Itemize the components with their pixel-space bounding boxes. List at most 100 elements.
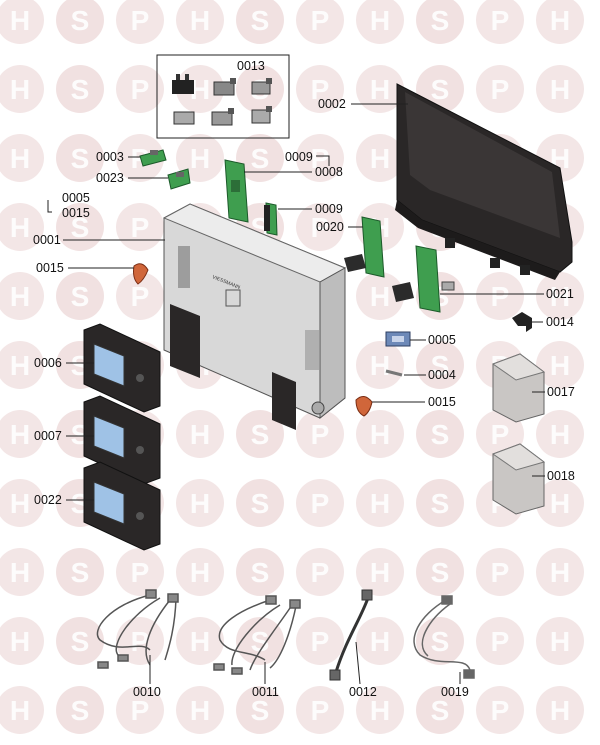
watermark-circle [416, 548, 464, 596]
watermark-letter: H [550, 626, 570, 657]
label-0013: 0013 [237, 59, 265, 73]
watermark-circle [176, 686, 224, 734]
watermark-letter: H [10, 143, 30, 174]
watermark-circle [416, 479, 464, 527]
watermark-letter: H [370, 350, 390, 381]
watermark-letter: H [370, 626, 390, 657]
cable-0010: 0010 [96, 589, 179, 699]
watermark-circle [116, 203, 164, 251]
watermark-letter: H [190, 488, 210, 519]
watermark-circle [56, 203, 104, 251]
watermark-letter: S [251, 626, 270, 657]
watermark-circle [536, 65, 584, 113]
label-0012: 0012 [349, 685, 377, 699]
watermark-circle [536, 272, 584, 320]
watermark-letter: S [71, 5, 90, 36]
label-0011: 0011 [252, 685, 279, 699]
watermark-circle [296, 548, 344, 596]
watermark-letter: H [190, 5, 210, 36]
watermark-letter: H [550, 488, 570, 519]
watermark-circle [296, 0, 344, 44]
watermark-letter: H [370, 419, 390, 450]
hsp-watermark-grid: HSPHSPHSPHHSPHSPHSPHHSPHSPHSPHHSPHSPHSPH… [0, 0, 584, 734]
connector-plug-icon [251, 106, 272, 124]
watermark-letter: P [131, 74, 150, 105]
watermark-circle [296, 134, 344, 182]
watermark-letter: H [370, 695, 390, 726]
watermark-circle [296, 203, 344, 251]
watermark-letter: H [550, 350, 570, 381]
watermark-circle [236, 410, 284, 458]
watermark-letter: H [370, 74, 390, 105]
watermark-circle [236, 0, 284, 44]
watermark-letter: P [491, 74, 510, 105]
label-0007: 0007 [34, 429, 62, 443]
watermark-circle [0, 134, 44, 182]
watermark-circle [536, 0, 584, 44]
label-0015-left: 0015 [36, 261, 64, 275]
label-0021: 0021 [546, 287, 574, 301]
watermark-letter: H [550, 5, 570, 36]
pcb-0020: 0020 [316, 216, 385, 278]
watermark-letter: S [71, 281, 90, 312]
watermark-circle [116, 65, 164, 113]
watermark-circle [416, 686, 464, 734]
connector-plug-icon [213, 78, 236, 96]
watermark-circle [536, 548, 584, 596]
watermark-circle [356, 0, 404, 44]
watermark-letter: P [131, 281, 150, 312]
watermark-circle [296, 617, 344, 665]
watermark-circle [56, 65, 104, 113]
watermark-letter: S [431, 74, 450, 105]
label-0009-top: 0009 [285, 150, 313, 164]
connector-plug-icon [172, 74, 194, 94]
watermark-circle [536, 410, 584, 458]
watermark-circle [296, 686, 344, 734]
watermark-circle [476, 410, 524, 458]
watermark-letter: H [190, 143, 210, 174]
watermark-circle [356, 134, 404, 182]
part-0014: 0014 [512, 312, 574, 332]
label-0014: 0014 [546, 315, 574, 329]
watermark-circle [356, 410, 404, 458]
watermark-circle [176, 617, 224, 665]
watermark-letter: H [550, 74, 570, 105]
watermark-letter: P [311, 695, 330, 726]
watermark-circle [296, 410, 344, 458]
watermark-circle [356, 686, 404, 734]
watermark-circle [56, 548, 104, 596]
clip-0015-left: 0015 [36, 261, 149, 285]
label-0002: 0002 [318, 97, 346, 111]
watermark-letter: H [190, 626, 210, 657]
watermark-letter: S [251, 557, 270, 588]
cable-0011: 0011 [213, 595, 301, 699]
watermark-letter: P [131, 5, 150, 36]
watermark-circle [0, 479, 44, 527]
watermark-letter: H [370, 143, 390, 174]
watermark-letter: S [431, 626, 450, 657]
cable-0012: 0012 [329, 589, 377, 699]
watermark-circle [356, 65, 404, 113]
connector-plug-icon [211, 108, 234, 126]
watermark-letter: P [311, 557, 330, 588]
watermark-letter: P [311, 5, 330, 36]
watermark-circle [176, 548, 224, 596]
watermark-letter: P [491, 281, 510, 312]
watermark-circle [356, 479, 404, 527]
watermark-circle [416, 617, 464, 665]
watermark-circle [476, 686, 524, 734]
watermark-letter: H [10, 626, 30, 657]
watermark-circle [476, 272, 524, 320]
watermark-circle [176, 410, 224, 458]
watermark-letter: H [550, 695, 570, 726]
watermark-letter: P [311, 626, 330, 657]
label-0023: 0023 [96, 171, 124, 185]
box-0018: 0018 [491, 443, 575, 515]
watermark-circle [476, 0, 524, 44]
label-0019: 0019 [441, 685, 469, 699]
watermark-circle [116, 686, 164, 734]
watermark-circle [236, 134, 284, 182]
watermark-circle [176, 0, 224, 44]
board-0003: 0003 [96, 149, 167, 167]
